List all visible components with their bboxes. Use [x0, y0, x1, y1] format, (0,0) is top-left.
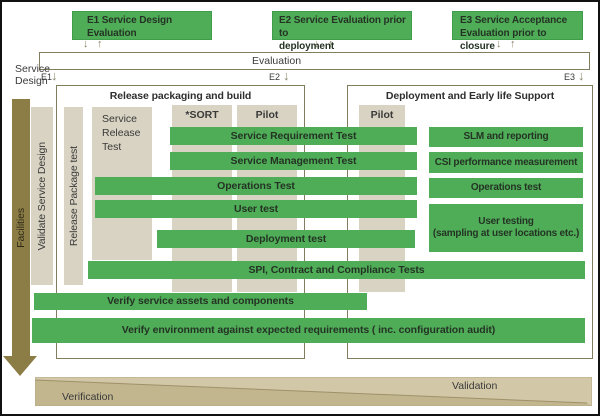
bar-service-requirement-test: Service Requirement Test	[170, 127, 417, 145]
bar-verify-environment: Verify environment against expected requ…	[32, 318, 585, 343]
box-slm-and-reporting: SLM and reporting	[429, 127, 583, 147]
release-package-test-column: Release Package test	[64, 107, 83, 285]
down-arrow-icon: ↓	[314, 38, 320, 50]
release-package-test-label: Release Package test	[67, 145, 80, 247]
e3-evaluation-box: E3 Service Acceptance Evaluation prior t…	[452, 11, 583, 52]
facilities-arrowhead-icon	[3, 356, 37, 376]
validation-label: Validation	[452, 380, 498, 392]
e2-marker: E2	[269, 72, 281, 82]
verification-validation-wedge: Verification Validation	[34, 376, 593, 407]
up-arrow-icon: ↑	[328, 38, 334, 50]
bar-user-test: User test	[95, 200, 417, 218]
wedge-graphic	[34, 376, 593, 407]
bar-operations-test: Operations Test	[95, 177, 417, 195]
pilot-column-label: Pilot	[370, 109, 394, 121]
box-user-testing: User testing (sampling at user locations…	[429, 204, 583, 252]
service-release-test-label: Service Release Test	[102, 113, 141, 153]
els-box-line: CSI performance measurement	[434, 156, 578, 168]
deployment-els-section: Deployment and Early life Support	[347, 85, 593, 359]
facilities-label: Facilities	[15, 207, 27, 248]
e2-evaluation-line: deployment	[279, 41, 335, 52]
facilities-arrow: Facilities	[12, 99, 30, 356]
bar-service-management-test: Service Management Test	[170, 152, 417, 170]
e3-evaluation-line: Evaluation prior to closure	[460, 28, 547, 52]
sort-column-label: *SORT	[185, 109, 219, 121]
e3-evaluation-line: E3 Service Acceptance	[460, 15, 568, 26]
up-arrow-icon: ↑	[97, 38, 103, 50]
e1-evaluation-line: Evaluation	[87, 28, 137, 39]
e1-marker: E1	[41, 72, 53, 82]
release-packaging-section-title: Release packaging and build	[109, 90, 252, 102]
els-box-line: SLM and reporting	[463, 131, 549, 142]
down-arrow-icon: ↓	[51, 68, 58, 83]
e2-evaluation-line: E2 Service Evaluation prior to	[279, 15, 406, 39]
els-box-line: (sampling at user locations etc.)	[432, 228, 580, 239]
e1-evaluation-box: E1 Service Design Evaluation	[72, 11, 212, 40]
e3-marker: E3	[564, 72, 576, 82]
bar-verify-service-assets: Verify service assets and components	[34, 293, 367, 310]
els-box-line: Operations test	[470, 182, 542, 193]
box-csi-performance-measurement: CSI performance measurement	[429, 152, 583, 173]
up-arrow-icon: ↑	[510, 38, 516, 50]
bar-spi-contract-compliance-tests: SPI, Contract and Compliance Tests	[88, 261, 585, 279]
down-arrow-icon: ↓	[578, 68, 585, 83]
e1-evaluation-line: E1 Service Design	[87, 15, 173, 26]
els-box-line: User testing	[478, 216, 534, 227]
deployment-els-section-title: Deployment and Early life Support	[385, 90, 555, 102]
verification-label: Verification	[62, 391, 114, 403]
down-arrow-icon: ↓	[496, 38, 502, 50]
e2-evaluation-box: E2 Service Evaluation prior to deploymen…	[272, 11, 412, 52]
pilot-column-label: Pilot	[255, 109, 279, 121]
bar-deployment-test: Deployment test	[157, 230, 415, 248]
evaluation-bar: Evaluation	[39, 52, 590, 70]
evaluation-bar-label: Evaluation	[252, 55, 302, 67]
release-packaging-section: Release packaging and build	[56, 85, 305, 359]
down-arrow-icon: ↓	[283, 68, 290, 83]
down-arrow-icon: ↓	[83, 38, 89, 50]
service-design-label: Service Design	[15, 63, 51, 87]
validate-service-design-label: Validate Service Design	[36, 141, 48, 251]
box-operations-test: Operations test	[429, 178, 583, 198]
validate-service-design-column: Validate Service Design	[31, 107, 53, 285]
